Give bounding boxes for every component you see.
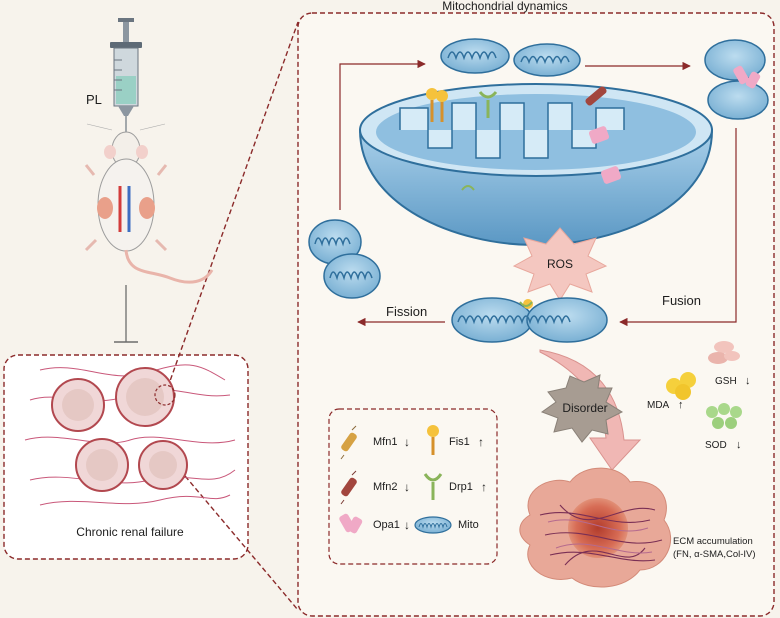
gsh-icon [708, 341, 740, 364]
mito-legend-icon [414, 516, 452, 534]
zoom-line-bottom [179, 469, 299, 611]
ecm-label: ECM accumulation [673, 536, 753, 547]
legend-opa1-arrow: ↓ [404, 518, 410, 532]
mda-icon [666, 372, 696, 400]
legend-fis1-label: Fis1 [449, 436, 470, 448]
syringe-icon [110, 18, 142, 132]
sod-arrow: ↓ [736, 439, 742, 451]
fission-label: Fission [386, 304, 427, 319]
legend-panel [328, 408, 498, 565]
legend-drp1-label: Drp1 [449, 481, 473, 493]
disorder-label: Disorder [562, 401, 607, 415]
mda-arrow: ↑ [678, 399, 684, 411]
legend-opa1-label: Opa1 [373, 519, 400, 531]
gsh-arrow: ↓ [745, 375, 751, 387]
legend-mfn1-label: Mfn1 [373, 436, 397, 448]
ecm-cell-icon [519, 467, 672, 588]
mito-fission-left [308, 219, 381, 299]
injection-label: PL [86, 92, 102, 107]
opa1-icon [339, 513, 363, 534]
mito-fusing-top [704, 39, 769, 120]
mito-top-right [513, 43, 581, 77]
sod-icon [706, 403, 742, 429]
mito-top-left [440, 38, 510, 74]
fis1-icon [427, 425, 439, 455]
mfn1-icon [340, 425, 357, 460]
legend-mfn2-label: Mfn2 [373, 481, 397, 493]
legend-mfn2-arrow: ↓ [404, 480, 410, 494]
mito-dividing-center [451, 297, 608, 343]
mouse-icon [84, 123, 214, 284]
kidney-label: Chronic renal failure [76, 525, 184, 539]
arrow-disorder-to-ecm [539, 349, 642, 471]
ros-label: ROS [547, 257, 573, 271]
mitochondrion-cross-section [358, 83, 714, 247]
mda-label: MDA [647, 400, 670, 411]
diagram-title: Mitochondrial dynamics [442, 0, 567, 13]
kidney-tissue-icon [24, 364, 236, 506]
legend-drp1-arrow: ↑ [481, 480, 487, 494]
drp1-icon [423, 473, 443, 500]
fusion-label: Fusion [662, 293, 701, 308]
ecm-sub-label: (FN, α-SMA,Col-IV) [673, 549, 756, 560]
legend-mfn1-arrow: ↓ [404, 435, 410, 449]
mfn2-icon [340, 470, 357, 505]
disorder-burst [540, 374, 624, 443]
zoom-line-top [164, 21, 299, 396]
gsh-label: GSH [715, 376, 737, 387]
legend-mito-label: Mito [458, 519, 479, 531]
arrow-fission-up [339, 59, 426, 210]
arrow-fusion-down [619, 128, 737, 327]
sod-label: SOD [705, 440, 727, 451]
legend-fis1-arrow: ↑ [478, 435, 484, 449]
